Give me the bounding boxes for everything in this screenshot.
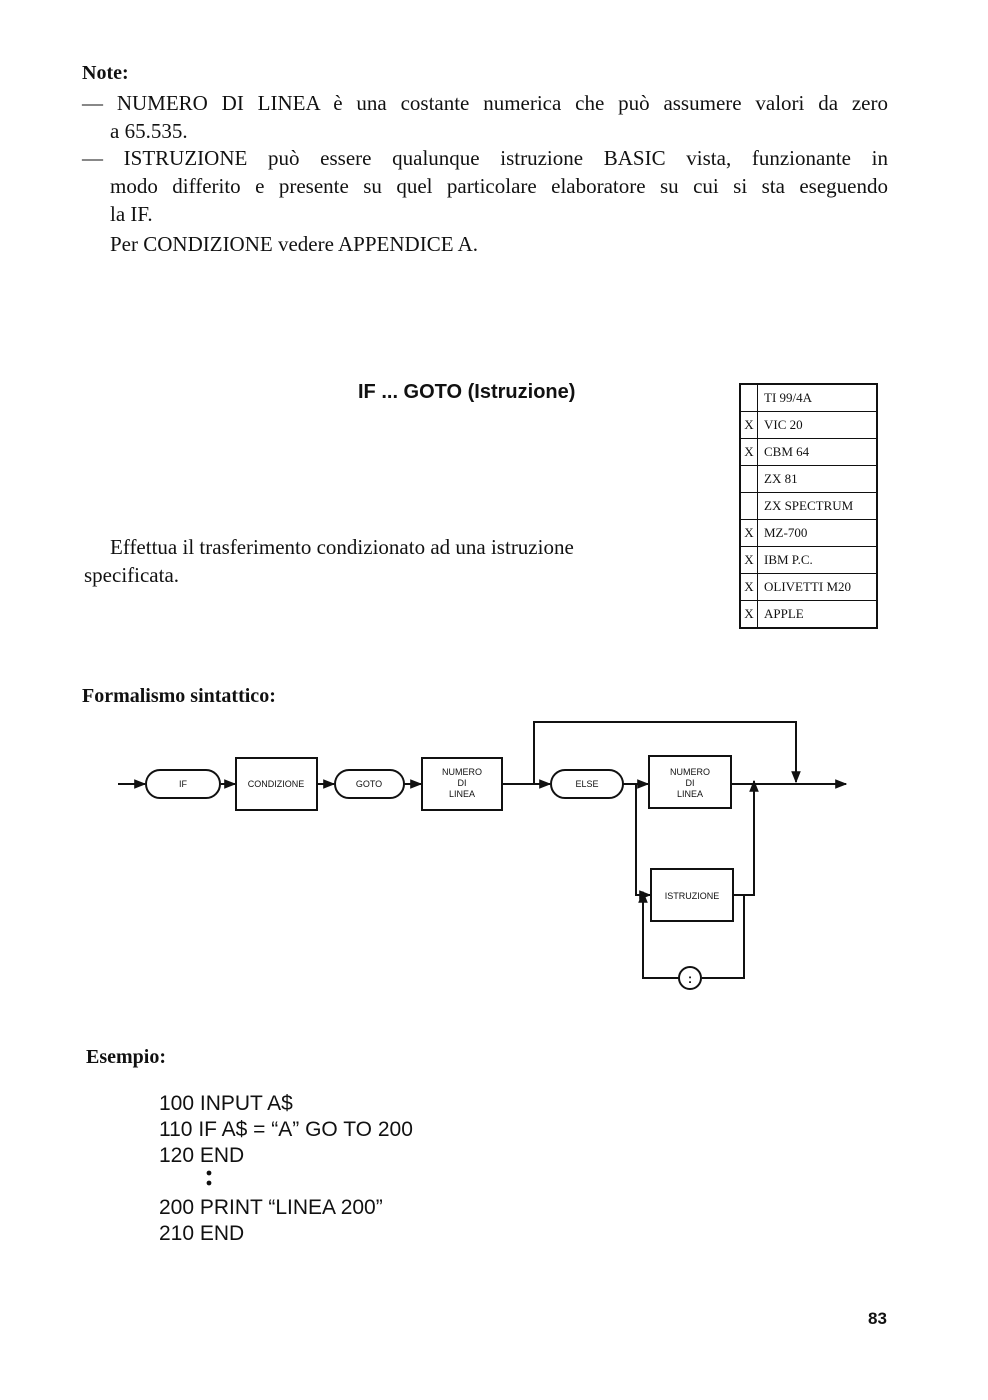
colon-terminal	[678, 966, 702, 990]
note-condizione-line: Per CONDIZIONE vedere APPENDICE A.	[110, 232, 479, 256]
note-title: Note:	[82, 62, 129, 84]
numero-2-label-line-3: LINEA	[677, 789, 703, 799]
goto-terminal	[334, 769, 405, 799]
if-label: IF	[179, 779, 188, 789]
table-row: ZX 81	[739, 465, 878, 493]
else-label: ELSE	[575, 779, 598, 789]
code-line: 210 END	[159, 1222, 245, 1245]
compat-computer: VIC 20	[757, 411, 878, 439]
condizione-label: CONDIZIONE	[248, 779, 305, 789]
else-terminal	[550, 769, 624, 799]
section-title: IF ... GOTO (Istruzione)	[358, 381, 576, 403]
table-row: TI 99/4A	[739, 383, 878, 412]
code-line: 110 IF A$ = “A” GO TO 200	[159, 1118, 413, 1141]
description-line-2: specificata.	[84, 563, 180, 587]
numero-2-label-line-2: DI	[686, 778, 695, 788]
numero-2-label-line-1: NUMERO	[670, 767, 710, 777]
numero-di-linea-box-2	[648, 755, 732, 809]
syntax-heading: Formalismo sintattico:	[82, 685, 276, 707]
code-line: 120 END	[159, 1144, 245, 1167]
colon-label: :	[688, 971, 692, 986]
numero-di-linea-box	[421, 757, 503, 811]
ellipsis-dots	[206, 1170, 212, 1186]
note-item-2-line-1: — ISTRUZIONE può essere qualunque istruz…	[82, 146, 888, 170]
goto-label: GOTO	[356, 779, 382, 789]
istruzione-label: ISTRUZIONE	[665, 891, 720, 901]
description-line-1: Effettua il trasferimento condizionato a…	[110, 535, 574, 559]
example-heading: Esempio:	[86, 1046, 166, 1068]
code-line: 100 INPUT A$	[159, 1092, 293, 1115]
if-terminal	[145, 769, 221, 799]
condizione-box	[235, 757, 318, 811]
compat-computer: OLIVETTI M20	[757, 573, 878, 601]
note-item-2-line-3: la IF.	[110, 202, 153, 226]
note-item-2-line-2: modo differito e presente su quel partic…	[110, 174, 888, 198]
numero-label-line-2: DI	[458, 778, 467, 788]
code-line: 200 PRINT “LINEA 200”	[159, 1196, 383, 1219]
note-item-1-line-2: a 65.535.	[110, 119, 188, 143]
istruzione-box	[650, 868, 734, 922]
page-number: 83	[868, 1309, 887, 1328]
numero-label-line-1: NUMERO	[442, 767, 482, 777]
note-item-1-line-1: — NUMERO DI LINEA è una costante numeric…	[82, 91, 888, 115]
compat-computer: ZX 81	[757, 465, 878, 493]
numero-label-line-3: LINEA	[449, 789, 475, 799]
compat-computer: APPLE	[757, 600, 878, 629]
